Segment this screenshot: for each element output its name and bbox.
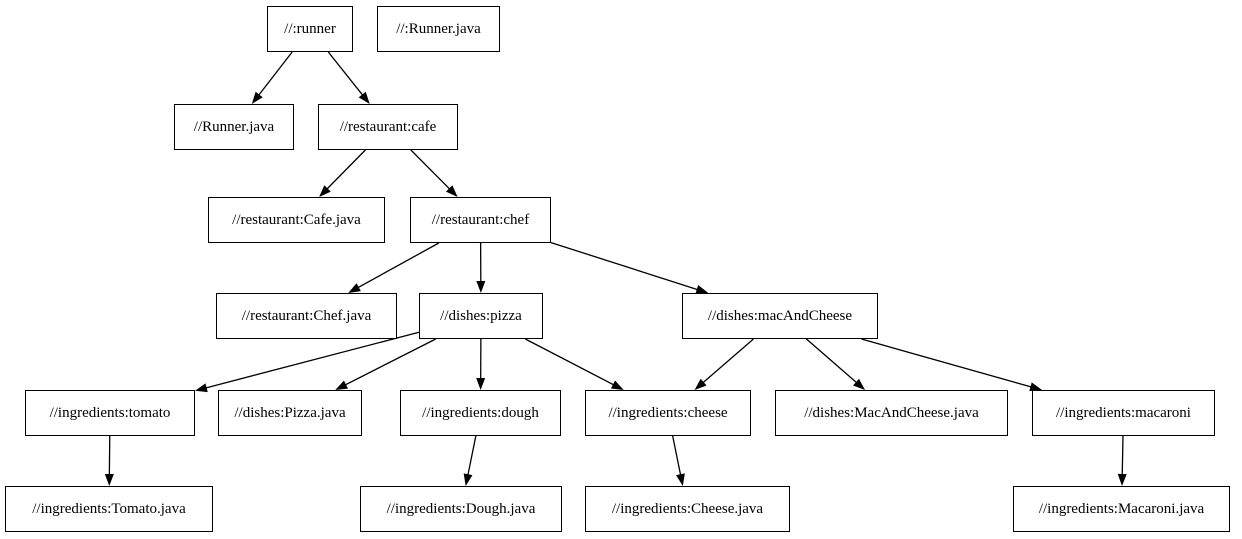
graph-node-tomato: //ingredients:tomato	[25, 390, 195, 436]
graph-node-dough_java: //ingredients:Dough.java	[360, 486, 562, 532]
graph-edge-arrowhead	[610, 380, 624, 390]
graph-edge-arrowhead	[676, 473, 685, 486]
graph-edge-cheese-to-cheese_java	[672, 435, 682, 477]
graph-edge-arrowhead	[319, 185, 331, 197]
graph-edge-mac_and_cheese-to-macaroni	[861, 338, 1033, 388]
graph-node-cafe: //restaurant:cafe	[318, 104, 458, 150]
graph-edge-pizza-to-tomato	[204, 331, 420, 389]
graph-edge-runner-to-cafe	[327, 51, 364, 97]
graph-edge-arrowhead	[1117, 473, 1127, 486]
graph-node-cafe_java: //restaurant:Cafe.java	[208, 197, 385, 243]
graph-edge-arrowhead	[358, 91, 370, 104]
graph-edge-mac_and_cheese-to-mac_and_cheese_java	[806, 338, 858, 384]
graph-node-runner: //:runner	[267, 6, 353, 52]
graph-edge-arrowhead	[463, 473, 473, 486]
graph-node-cheese: //ingredients:cheese	[585, 390, 751, 436]
graph-node-macaroni_java: //ingredients:Macaroni.java	[1013, 486, 1230, 532]
graph-edge-arrowhead	[251, 91, 263, 104]
graph-edge-arrowhead	[335, 380, 349, 390]
graph-edge-arrowhead	[348, 283, 361, 293]
graph-edge-runner-to-runner_java	[257, 51, 293, 97]
graph-edge-pizza-to-cheese	[525, 338, 616, 386]
graph-node-mac_and_cheese_java: //dishes:MacAndCheese.java	[775, 390, 1008, 436]
graph-edge-arrowhead	[853, 378, 866, 390]
graph-edge-arrowhead	[694, 378, 707, 390]
graph-edge-arrowhead	[104, 473, 114, 486]
graph-node-runner_java: //Runner.java	[174, 104, 294, 150]
graph-edge-arrowhead	[695, 285, 709, 294]
graph-edge-cafe-to-chef	[410, 149, 452, 191]
graph-edge-dough-to-dough_java	[467, 435, 477, 477]
graph-node-macaroni: //ingredients:macaroni	[1032, 390, 1215, 436]
graph-edge-mac_and_cheese-to-cheese	[701, 338, 754, 384]
graph-edge-arrowhead	[476, 280, 486, 293]
graph-node-dough: //ingredients:dough	[400, 390, 561, 436]
graph-node-chef_java: //restaurant:Chef.java	[216, 293, 397, 339]
graph-edge-arrowhead	[476, 377, 486, 390]
graph-edge-arrowhead	[195, 383, 208, 393]
graph-edge-cafe-to-cafe_java	[325, 149, 366, 191]
graph-edge-macaroni-to-macaroni_java	[1121, 435, 1124, 477]
graph-node-tomato_java: //ingredients:Tomato.java	[5, 486, 213, 532]
graph-edge-arrowhead	[1029, 382, 1043, 392]
graph-edge-arrowhead	[445, 185, 458, 197]
graph-node-pizza_java: //dishes:Pizza.java	[218, 390, 362, 436]
graph-node-cheese_java: //ingredients:Cheese.java	[585, 486, 790, 532]
graph-edge-chef-to-chef_java	[356, 242, 440, 289]
graph-node-pizza: //dishes:pizza	[419, 293, 543, 339]
graph-node-mac_and_cheese: //dishes:macAndCheese	[682, 293, 878, 339]
graph-node-chef: //restaurant:chef	[410, 197, 551, 243]
graph-edge-pizza-to-pizza_java	[343, 338, 437, 387]
graph-edge-chef-to-mac_and_cheese	[550, 241, 699, 291]
graph-node-runner_java_src: //:Runner.java	[377, 6, 500, 52]
